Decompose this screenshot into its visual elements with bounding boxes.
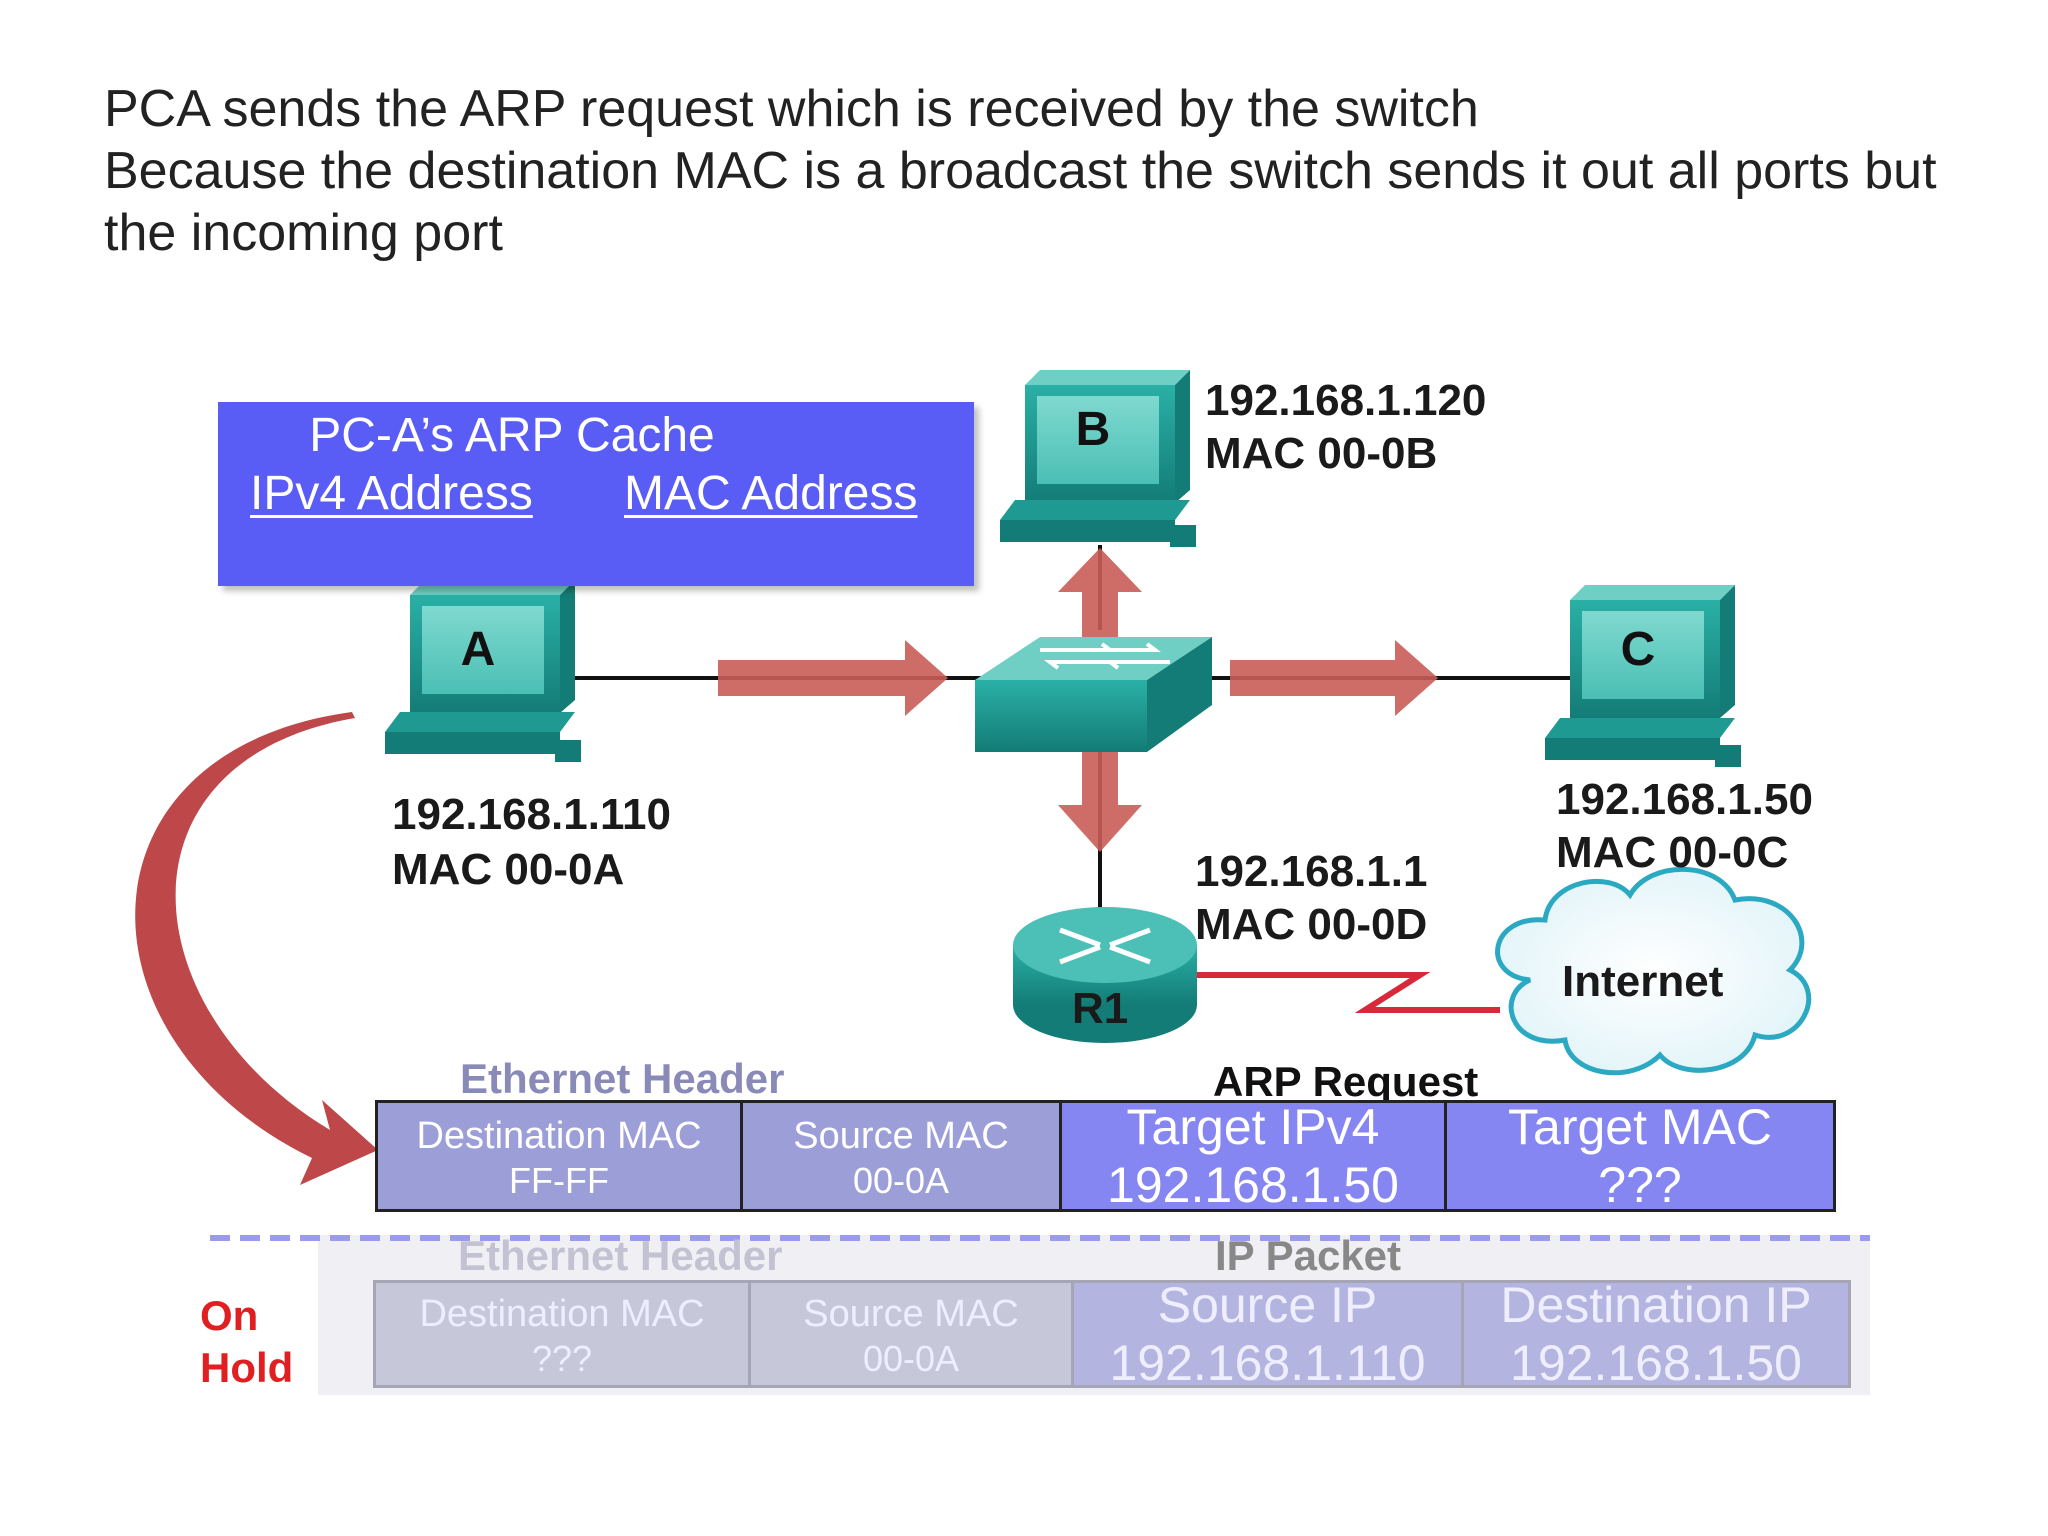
pc-c-ip: 192.168.1.50 bbox=[1556, 775, 1813, 824]
frame-cell-target-ipv4: Target IPv4 192.168.1.50 bbox=[1059, 1100, 1447, 1212]
pc-b-mac: MAC 00-0B bbox=[1205, 429, 1438, 478]
pc-b-letter: B bbox=[1075, 403, 1111, 456]
held-ethernet-header-label: Ethernet Header bbox=[458, 1232, 783, 1279]
intro-line-2: Because the destination MAC is a broadca… bbox=[104, 142, 1937, 200]
wan-link bbox=[1185, 972, 1500, 1013]
arrow-to-c bbox=[1230, 640, 1438, 716]
cell-value: 192.168.1.110 bbox=[1109, 1335, 1426, 1388]
pc-b-ip: 192.168.1.120 bbox=[1205, 376, 1487, 425]
cell-title: Destination IP bbox=[1500, 1280, 1812, 1333]
held-cell-source-mac: Source MAC 00-0A bbox=[748, 1280, 1074, 1388]
cloud-icon bbox=[1495, 866, 1812, 1076]
cell-title: Target IPv4 bbox=[1126, 1100, 1380, 1155]
cell-value: 192.168.1.50 bbox=[1510, 1335, 1802, 1388]
pc-c-icon bbox=[1545, 585, 1741, 767]
frame-cell-destination-mac: Destination MAC FF-FF bbox=[375, 1100, 743, 1212]
ip-packet-label: IP Packet bbox=[1215, 1232, 1402, 1279]
arp-cache-ip-header: IPv4 Address bbox=[250, 467, 533, 520]
arp-cache-title: PC-A’s ARP Cache bbox=[309, 409, 715, 462]
pc-a-letter: A bbox=[460, 623, 496, 676]
held-cell-destination-mac: Destination MAC ??? bbox=[373, 1280, 751, 1388]
cell-value: 00-0A bbox=[852, 1160, 950, 1201]
r1-mac: MAC 00-0D bbox=[1195, 900, 1428, 949]
intro-line-3: the incoming port bbox=[104, 204, 503, 262]
ethernet-header-label: Ethernet Header bbox=[460, 1055, 785, 1102]
cell-title: Target MAC bbox=[1508, 1100, 1772, 1155]
held-cell-destination-ip: Destination IP 192.168.1.50 bbox=[1461, 1280, 1851, 1388]
cell-value: 00-0A bbox=[862, 1338, 960, 1379]
cell-value: ??? bbox=[531, 1338, 593, 1379]
held-cell-source-ip: Source IP 192.168.1.110 bbox=[1071, 1280, 1464, 1388]
cell-title: Source IP bbox=[1157, 1280, 1378, 1333]
router-r1-label: R1 bbox=[1072, 984, 1129, 1033]
cell-title: Source MAC bbox=[803, 1293, 1019, 1335]
intro-line-1: PCA sends the ARP request which is recei… bbox=[104, 80, 1479, 138]
frame-cell-source-mac: Source MAC 00-0A bbox=[740, 1100, 1062, 1212]
on-hold-line-1: On bbox=[200, 1292, 259, 1339]
pc-a-ip: 192.168.1.110 bbox=[392, 790, 671, 839]
arrow-to-switch bbox=[718, 640, 948, 716]
pc-c-mac: MAC 00-0C bbox=[1556, 828, 1789, 877]
internet-label: Internet bbox=[1562, 957, 1724, 1006]
frame-cell-target-mac: Target MAC ??? bbox=[1444, 1100, 1836, 1212]
cell-title: Destination MAC bbox=[416, 1115, 702, 1157]
curved-arrow-a-to-frame bbox=[135, 712, 378, 1185]
switch-icon bbox=[975, 637, 1212, 752]
pc-b-icon bbox=[1000, 370, 1196, 547]
on-hold-line-2: Hold bbox=[200, 1344, 294, 1391]
arp-cache-mac-header: MAC Address bbox=[624, 467, 918, 520]
arp-cache-table: PC-A’s ARP Cache IPv4 Address MAC Addres… bbox=[218, 402, 974, 586]
cell-value: ??? bbox=[1598, 1157, 1682, 1212]
pc-a-mac: MAC 00-0A bbox=[392, 845, 625, 894]
arrow-to-r1 bbox=[1058, 745, 1142, 852]
pc-c-letter: C bbox=[1620, 623, 1656, 676]
cell-title: Destination MAC bbox=[419, 1293, 705, 1335]
router-icon bbox=[1013, 907, 1197, 1043]
cell-title: Source MAC bbox=[793, 1115, 1009, 1157]
on-hold-label: On Hold bbox=[200, 1290, 293, 1394]
cell-value: FF-FF bbox=[509, 1160, 609, 1201]
intro-text: PCA sends the ARP request which is recei… bbox=[104, 78, 1984, 264]
r1-ip: 192.168.1.1 bbox=[1195, 847, 1428, 896]
cell-value: 192.168.1.50 bbox=[1107, 1157, 1399, 1212]
arp-request-label: ARP Request bbox=[1213, 1058, 1479, 1105]
arrow-to-b bbox=[1058, 548, 1142, 640]
